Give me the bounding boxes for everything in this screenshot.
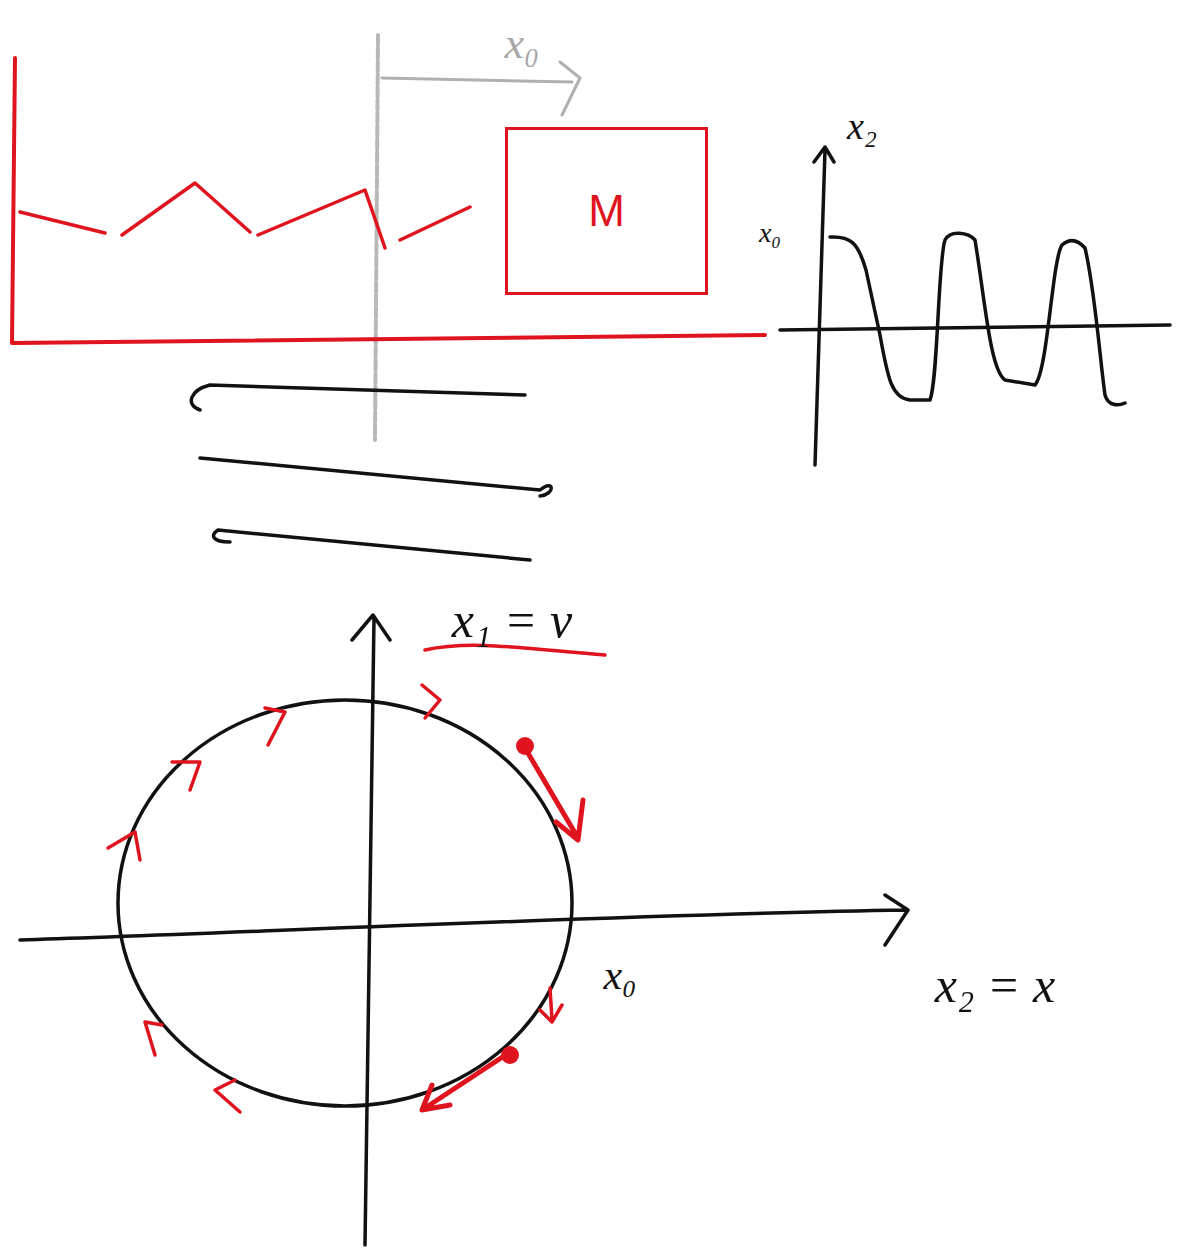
axis-label: x₂ = x [935, 960, 1056, 1010]
underline [425, 645, 605, 655]
reference-line [375, 35, 378, 440]
mass-label: M [588, 189, 625, 233]
axis-label: x₀ [505, 22, 540, 66]
axis-label: x₁ = v [452, 595, 573, 645]
motion-arrow [214, 530, 530, 560]
phase-axis [20, 895, 908, 945]
motion-arrow [191, 385, 525, 410]
phase-circle [118, 700, 572, 1106]
phase-axis [352, 615, 390, 1245]
oscillation-curve [830, 233, 1125, 404]
state-point [501, 1046, 519, 1064]
state-point [516, 737, 534, 755]
axis-label: x₀ [603, 954, 636, 996]
displacement-arrow [382, 62, 580, 115]
axis-label: x₀ [759, 219, 781, 247]
state-vector [422, 748, 583, 1110]
spring [20, 183, 470, 248]
direction-marks [108, 685, 562, 1112]
graph-axis [814, 147, 834, 465]
axis-label: x₂ [847, 107, 877, 145]
mass-block: M [505, 127, 708, 295]
graph-axis [780, 325, 1170, 330]
wall-floor [12, 58, 765, 343]
motion-arrow [200, 458, 551, 496]
